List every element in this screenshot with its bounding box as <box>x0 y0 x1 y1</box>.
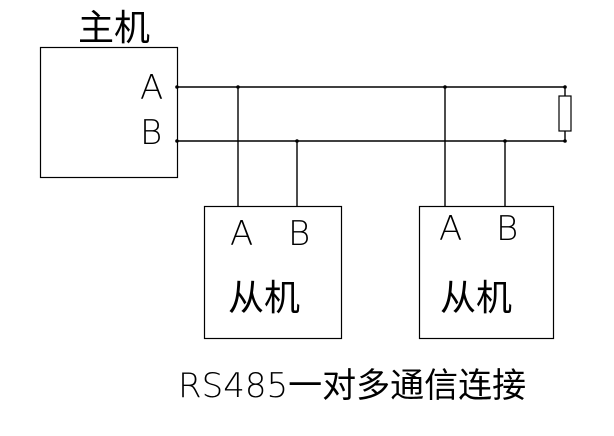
slave1-box <box>203 205 343 340</box>
master-title: 主机 <box>78 8 150 49</box>
terminal-resistor <box>558 95 572 132</box>
slave2-label: 从机 <box>440 278 512 319</box>
master-port-a: A <box>140 68 163 108</box>
slave1-port-a: A <box>230 214 253 254</box>
junction-dot <box>295 139 299 143</box>
slave2-port-b: B <box>496 209 518 249</box>
junction-dot <box>563 139 567 143</box>
master-port-b: B <box>140 113 162 153</box>
slave1-label: 从机 <box>228 278 300 319</box>
diagram-caption: RS485一对多通信连接 <box>178 366 526 406</box>
junction-dot <box>175 85 179 89</box>
junction-dot <box>236 85 240 89</box>
slave1-port-b: B <box>288 214 310 254</box>
slave2-port-a: A <box>439 209 462 249</box>
junction-dot <box>443 85 447 89</box>
slave2-box <box>418 205 555 340</box>
master-box <box>39 46 179 179</box>
junction-dot <box>175 139 179 143</box>
junction-dot <box>503 139 507 143</box>
junction-dot <box>563 85 567 89</box>
